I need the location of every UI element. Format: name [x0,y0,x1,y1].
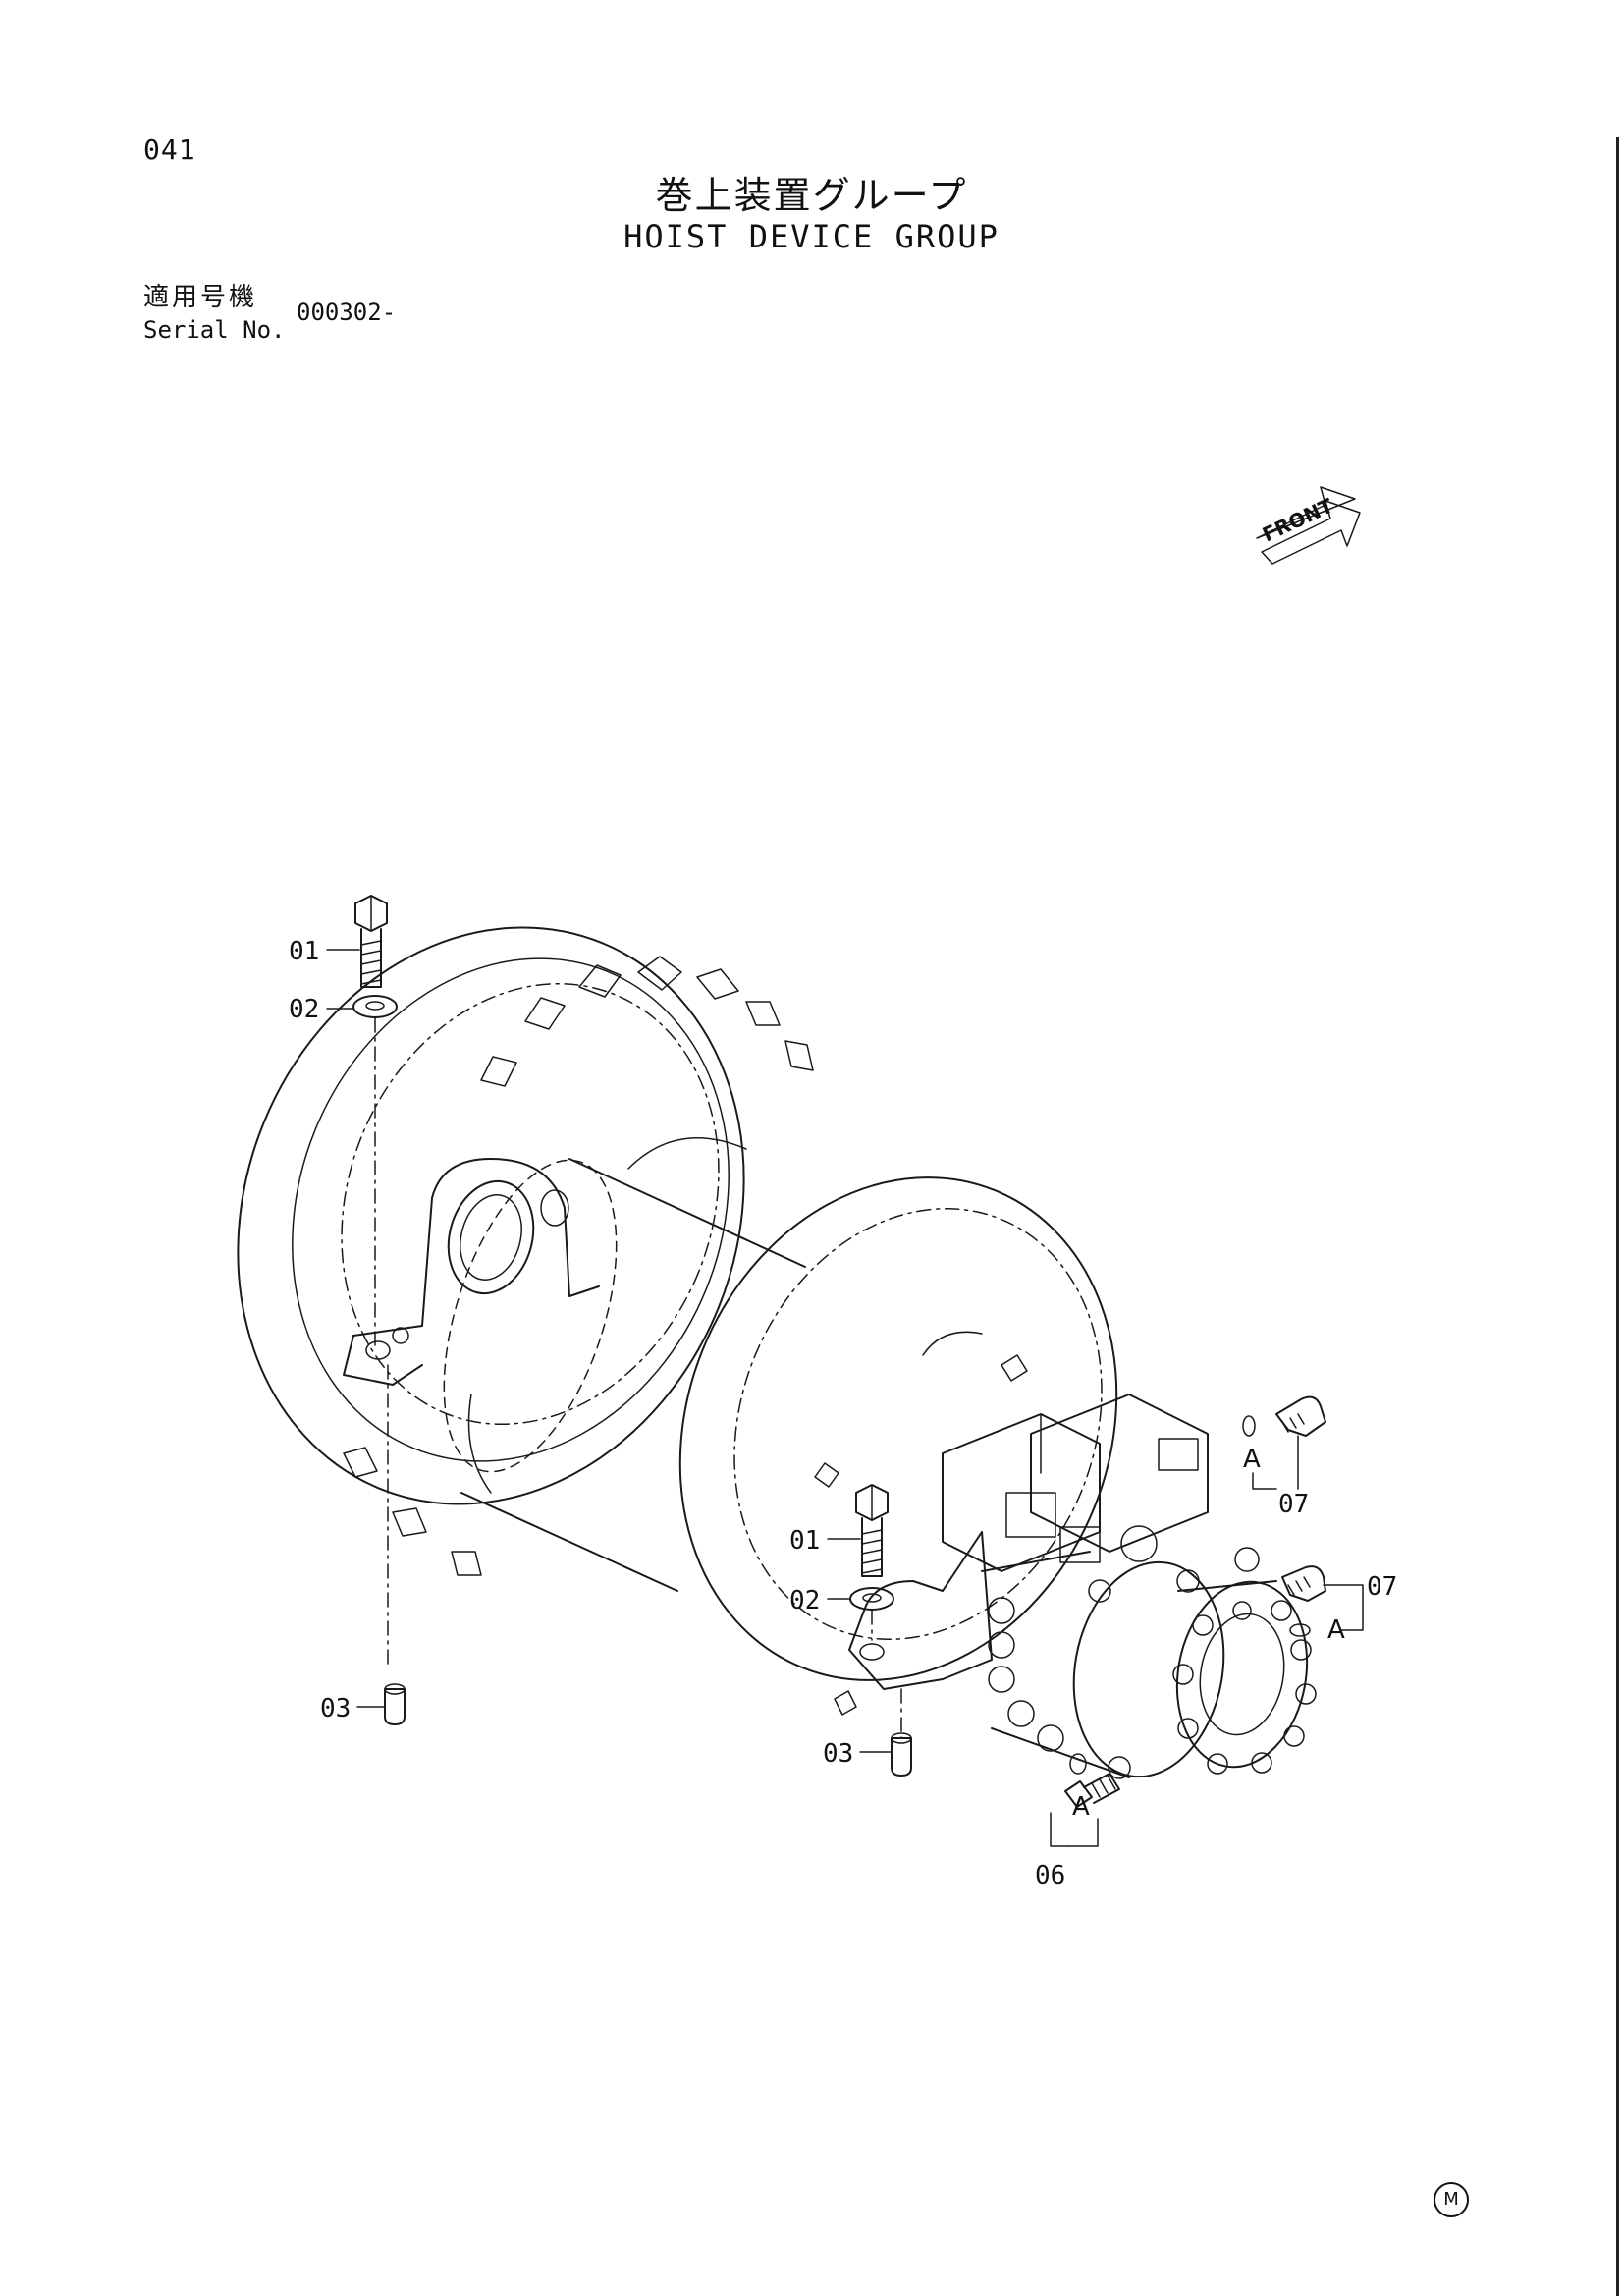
callout-03-right: 03 [823,1739,853,1769]
callout-03-left: 03 [320,1694,351,1723]
washer-02-lower [827,1587,894,1611]
callout-02-lower: 02 [789,1586,820,1615]
serial-label-japanese: 適用号機 [143,283,258,312]
drum-barrel [443,1137,806,1592]
assembly-centerline-left [374,1017,389,1666]
hoist-motor-assembly [848,1394,1317,1779]
callout-02-upper: 02 [289,995,319,1024]
drum-flange-front [678,1176,1118,1716]
elbow-07-lower [1281,1565,1364,1637]
section-marker-a-upper: A [1243,1445,1261,1474]
bolt-01-upper [326,895,388,988]
page-border-rule [1616,137,1619,2296]
page-number: 041 [143,134,196,166]
callout-06: 06 [1035,1861,1065,1890]
drum-flange-rear [237,926,814,1576]
manufacturer-mark: M [1434,2182,1469,2217]
plug-03-left [356,1683,406,1725]
plug-03-right [859,1732,912,1777]
washer-02-upper [326,995,398,1018]
serial-label: Serial No. [143,316,286,344]
page-title-japanese: 巻上装置グループ [655,174,968,217]
front-arrow-icon: FRONT [1256,486,1361,565]
section-marker-a-fitting: A [1072,1792,1090,1822]
section-marker-a-lower: A [1327,1615,1345,1645]
callout-07-upper: 07 [1278,1490,1309,1519]
left-bearing-bracket [343,1158,600,1386]
callout-07-lower: 07 [1367,1572,1397,1602]
serial-number-value: 000302- [297,299,397,326]
assembly-centerline-right [871,1610,902,1739]
callout-01-lower: 01 [789,1526,820,1556]
page-title: HOIST DEVICE GROUP [623,218,1000,255]
elbow-07-upper [1242,1395,1326,1490]
callout-01-upper: 01 [289,937,319,966]
fitting-06 [1050,1753,1120,1847]
bolt-01-lower [827,1484,889,1577]
